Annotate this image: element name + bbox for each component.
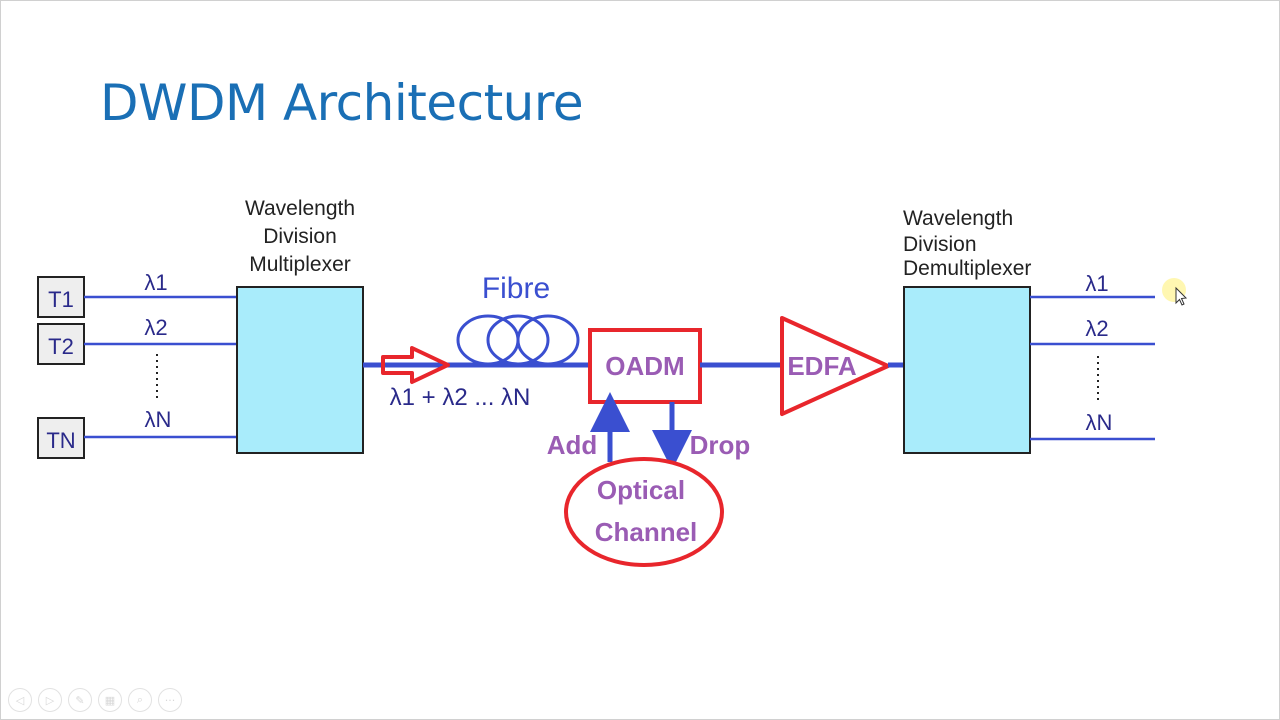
optical-channel-line1: Optical	[597, 475, 685, 505]
input-wavelength-2: λ2	[144, 315, 167, 340]
output-wavelength-2: λ2	[1085, 316, 1108, 341]
mux-label-line1: Wavelength	[245, 197, 355, 220]
mux-label-line3: Multiplexer	[249, 253, 351, 276]
fibre-coil-icon	[456, 314, 580, 366]
transmitter-label: T2	[48, 334, 74, 359]
transmitter-label: T1	[48, 287, 74, 312]
slideshow-nav-toolbar: ◁ ▷ ✎ ▦ ⌕ ···	[8, 688, 182, 712]
drop-label: Drop	[690, 430, 751, 460]
slide-title: DWDM Architecture	[100, 74, 584, 132]
optical-channel-ellipse	[564, 457, 724, 567]
mux-label-line2: Division	[263, 225, 337, 248]
input-wavelength-1: λ1	[144, 270, 167, 295]
edfa-label: EDFA	[787, 351, 857, 381]
edfa-amplifier-icon	[780, 316, 890, 416]
combined-signal-label: λ1 + λ2 ... λN	[390, 384, 531, 411]
signal-arrow-icon	[381, 346, 450, 384]
transmitter-t2: T2	[37, 323, 85, 365]
demux-label-line1: Wavelength	[903, 207, 1013, 230]
fibre-label: Fibre	[482, 272, 550, 305]
pen-icon[interactable]: ✎	[68, 688, 92, 712]
oadm-label: OADM	[605, 351, 684, 381]
output-wavelength-n: λN	[1086, 410, 1113, 435]
prev-icon[interactable]: ◁	[8, 688, 32, 712]
slides-icon[interactable]: ▦	[98, 688, 122, 712]
add-label: Add	[547, 430, 598, 460]
optical-channel-line2: Channel	[595, 517, 698, 547]
demux-label-line3: Demultiplexer	[903, 257, 1031, 280]
input-wavelength-n: λN	[145, 407, 172, 432]
output-wavelength-1: λ1	[1085, 271, 1108, 296]
transmitter-t1: T1	[37, 276, 85, 318]
demux-label-line2: Division	[903, 233, 977, 256]
zoom-icon[interactable]: ⌕	[128, 688, 152, 712]
next-icon[interactable]: ▷	[38, 688, 62, 712]
transmitter-tn: TN	[37, 417, 85, 459]
transmitter-label: TN	[46, 428, 75, 453]
mouse-cursor-icon	[1162, 278, 1188, 306]
multiplexer-box	[236, 286, 364, 454]
demultiplexer-box	[903, 286, 1031, 454]
more-icon[interactable]: ···	[158, 688, 182, 712]
